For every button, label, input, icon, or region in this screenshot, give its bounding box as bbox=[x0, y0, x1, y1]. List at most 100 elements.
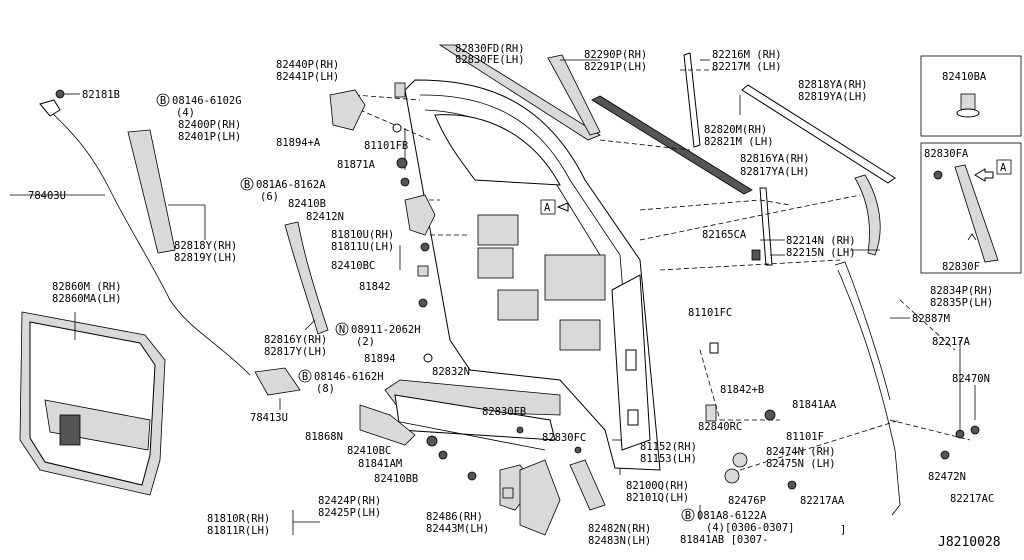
clip-81841aa-icon bbox=[764, 409, 776, 421]
latch-82400p-icon bbox=[329, 89, 366, 131]
label-qty4b: (4)[0306-0307] bbox=[706, 522, 795, 534]
label-081a6-8162a: 081A6-8162A bbox=[256, 179, 326, 191]
ref-a-box-2 bbox=[996, 159, 1012, 175]
clip-82840rc-icon bbox=[705, 404, 717, 422]
bolt-symbol-081a8 bbox=[681, 508, 695, 522]
garnish-82818ya bbox=[741, 84, 896, 184]
label-82410bc-2: 82410BC bbox=[347, 445, 391, 457]
label-82860m: 82860M (RH) bbox=[52, 281, 122, 293]
panel-hole-1 bbox=[477, 214, 519, 246]
label-82410b: 82410B bbox=[288, 198, 326, 210]
bolt-symbol-08146-6102g bbox=[156, 93, 170, 107]
bolt-symbol-081a6 bbox=[240, 177, 254, 191]
label-81841aa: 81841AA bbox=[792, 399, 837, 411]
label-82483n: 82483N(LH) bbox=[588, 535, 651, 547]
bolt-081a6-icon bbox=[400, 177, 410, 187]
label-78413u: 78413U bbox=[250, 412, 288, 424]
bracket-78413u-icon bbox=[254, 367, 301, 396]
label-82820m: 82820M(RH) bbox=[704, 124, 767, 136]
clip-81894-icon bbox=[423, 353, 433, 363]
label-82217aa: 82217AA bbox=[800, 495, 845, 507]
label-81811u: 81811U(LH) bbox=[331, 241, 394, 253]
label-82830f: 82830F bbox=[942, 261, 980, 273]
clip-81871a-icon bbox=[396, 157, 408, 169]
label-81811r: 81811R(LH) bbox=[207, 525, 270, 537]
label-82475n: 82475N (LH) bbox=[766, 458, 836, 470]
label-82830fe: 82830FE(LH) bbox=[455, 54, 525, 66]
label-82817y: 82817Y(LH) bbox=[264, 346, 327, 358]
label-81101fc: 81101FC bbox=[688, 307, 732, 319]
label-08911-2062h: 08911-2062H bbox=[351, 324, 421, 336]
bracket-82482n-icon bbox=[569, 459, 606, 511]
panel-hole-4 bbox=[497, 289, 539, 321]
clip-82830fb-icon bbox=[516, 426, 524, 434]
bolt-symbol-08146-6162h bbox=[298, 369, 312, 383]
pillar-garnish-detail-icon bbox=[954, 164, 999, 263]
rail-82214n bbox=[759, 187, 773, 266]
label-81841ab: 81841AB [0307- bbox=[680, 534, 769, 546]
label-82818y: 82818Y(RH) bbox=[174, 240, 237, 252]
label-81101f: 81101F bbox=[786, 431, 824, 443]
label-82290p: 82290P(RH) bbox=[584, 49, 647, 61]
label-82830fb: 82830FB bbox=[482, 406, 526, 418]
label-82486: 82486(RH) bbox=[426, 511, 483, 523]
lower-latch-81810r-icon bbox=[519, 459, 561, 536]
clip-81101fb-icon bbox=[392, 123, 402, 133]
clip-82165ca-icon bbox=[751, 249, 761, 261]
label-81101fb: 81101FB bbox=[364, 140, 408, 152]
label-82291p: 82291P(LH) bbox=[584, 61, 647, 73]
label-08146-6102g: 08146-6102G bbox=[172, 95, 242, 107]
label-82474n: 82474N (RH) bbox=[766, 446, 836, 458]
pillar-82816y bbox=[284, 221, 329, 335]
label-82216m: 82216M (RH) bbox=[712, 49, 782, 61]
label-82830fc: 82830FC bbox=[542, 432, 586, 444]
label-82476p: 82476P bbox=[728, 495, 766, 507]
label-82425p: 82425P(LH) bbox=[318, 507, 381, 519]
grommet-82181b-icon bbox=[55, 89, 65, 99]
label-82217ac: 82217AC bbox=[950, 493, 994, 505]
cable-78403u bbox=[46, 107, 251, 376]
label-82440p: 82440P(RH) bbox=[276, 59, 339, 71]
clip-81842-icon bbox=[417, 265, 429, 277]
bracket-close: ] bbox=[840, 524, 846, 536]
label-81868n: 81868N bbox=[305, 431, 343, 443]
panel-hole-5 bbox=[559, 319, 601, 351]
sash-82290p bbox=[547, 54, 601, 136]
label-82412n: 82412N bbox=[306, 211, 344, 223]
weatherstrip-82820m bbox=[591, 95, 753, 195]
label-qty2: (2) bbox=[356, 336, 375, 348]
clip-82470n-icon bbox=[970, 425, 980, 435]
label-82821m: 82821M (LH) bbox=[704, 136, 774, 148]
pillar-82818y bbox=[127, 129, 176, 254]
bolt-82410bc2-icon bbox=[426, 435, 438, 447]
bolt-81841am-icon bbox=[438, 450, 448, 460]
bolt-b-glyph-4: B bbox=[685, 510, 691, 522]
bolt-b-glyph-2: B bbox=[244, 179, 250, 191]
roller-82474n-icon bbox=[732, 452, 748, 468]
label-82470n: 82470N bbox=[952, 373, 990, 385]
bolt-82410bb-icon bbox=[467, 471, 477, 481]
label-82424p: 82424P(RH) bbox=[318, 495, 381, 507]
roller-82476p-icon bbox=[724, 468, 740, 484]
label-81152: 81152(RH) bbox=[640, 441, 697, 453]
arrow-to-a-icon bbox=[974, 168, 994, 182]
inset-detail-a bbox=[920, 142, 1022, 274]
clip-82830fc-icon bbox=[574, 446, 582, 454]
label-82165ca: 82165CA bbox=[702, 229, 747, 241]
label-82816ya: 82816YA(RH) bbox=[740, 153, 810, 165]
hinge-82440p-icon bbox=[394, 82, 406, 98]
label-82101q: 82101Q(LH) bbox=[626, 492, 689, 504]
latch-81810u-icon bbox=[404, 194, 436, 236]
label-82100q: 82100Q(RH) bbox=[626, 480, 689, 492]
roller-82472n-icon bbox=[940, 450, 950, 460]
label-81871a: 81871A bbox=[337, 159, 376, 171]
label-82817ya: 82817YA(LH) bbox=[740, 166, 810, 178]
label-81810u: 81810U(RH) bbox=[331, 229, 394, 241]
label-82835p: 82835P(LH) bbox=[930, 297, 993, 309]
ref-a-box-1 bbox=[540, 199, 556, 215]
label-82887m: 82887M bbox=[912, 313, 950, 325]
label-82840rc: 82840RC bbox=[698, 421, 742, 433]
label-82214n: 82214N (RH) bbox=[786, 235, 856, 247]
door-shell-82100q bbox=[404, 79, 661, 471]
